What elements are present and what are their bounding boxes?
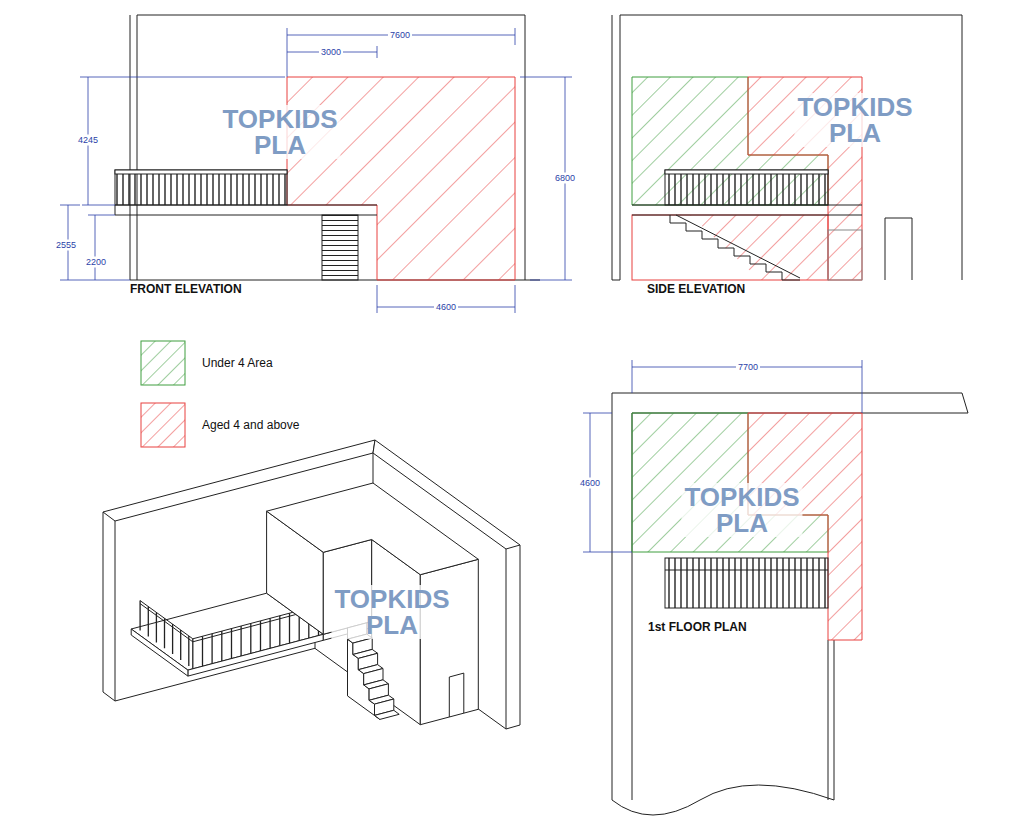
hand-rail: [665, 570, 828, 571]
hatch-sample: [141, 341, 185, 385]
stair-tread: [375, 710, 400, 719]
building-wall: [612, 393, 968, 800]
view-title: 1st FLOOR PLAN: [648, 620, 747, 634]
dimension-label: 4600: [434, 302, 458, 313]
platform-slab: [632, 205, 862, 215]
dimension-line: [287, 28, 515, 77]
legend-swatch: [140, 402, 186, 448]
dimension-line: [287, 46, 377, 58]
building-wall: [612, 15, 962, 280]
over-4-area: [690, 215, 828, 280]
dimension-label: 3000: [319, 47, 343, 58]
view-title: FRONT ELEVATION: [130, 282, 242, 296]
railing: [115, 170, 287, 205]
railing: [665, 558, 828, 608]
doorway: [885, 218, 912, 280]
dimension-label: 7700: [736, 362, 760, 373]
door: [449, 673, 464, 717]
dimension-label: 2200: [84, 257, 108, 268]
deck-edge: [131, 629, 188, 676]
dimension-label: 6800: [553, 173, 577, 184]
over-4-area-outline: [632, 215, 828, 280]
dimension-line: [377, 285, 515, 313]
staircase: [670, 215, 800, 280]
side-elevation: [612, 15, 962, 280]
view-title: SIDE ELEVATION: [647, 282, 745, 296]
legend-label: Aged 4 and above: [202, 418, 299, 432]
watermark: TOPKIDS PLA: [794, 93, 915, 147]
isometric-view: [103, 440, 520, 729]
dimension-label: 2555: [54, 240, 78, 251]
dimension-line: [88, 215, 115, 280]
legend-label: Under 4 Area: [202, 356, 273, 370]
structure-top: [267, 483, 479, 575]
wall-edge: [103, 453, 520, 729]
dimension-label: 4600: [578, 478, 602, 489]
building-wall: [130, 15, 540, 280]
floor-plan: [612, 393, 968, 815]
legend-item: Aged 4 and above: [140, 402, 299, 448]
platform-slab: [115, 205, 377, 215]
front-dimensions: [60, 28, 572, 313]
break-line: [612, 785, 834, 815]
plan-dimensions: [583, 360, 862, 552]
dimension-line: [632, 360, 862, 413]
watermark: TOPKIDS PLA: [219, 105, 340, 159]
hand-rail: [665, 170, 828, 174]
stair-stringer: [676, 215, 800, 278]
hand-rail: [115, 170, 287, 174]
front-elevation: [115, 15, 540, 280]
watermark: TOPKIDS PLA: [331, 585, 452, 639]
legend-item: Under 4 Area: [140, 340, 273, 386]
deck-edge: [188, 634, 323, 676]
dimension-label: 7600: [388, 30, 412, 41]
dimension-label: 4245: [76, 135, 100, 146]
legend-swatch: [140, 340, 186, 386]
building-wall: [828, 640, 834, 800]
railing: [665, 170, 828, 205]
staircase: [322, 215, 358, 280]
door: [828, 230, 862, 280]
watermark: TOPKIDS PLA: [681, 483, 802, 537]
hatch-sample: [141, 403, 185, 447]
